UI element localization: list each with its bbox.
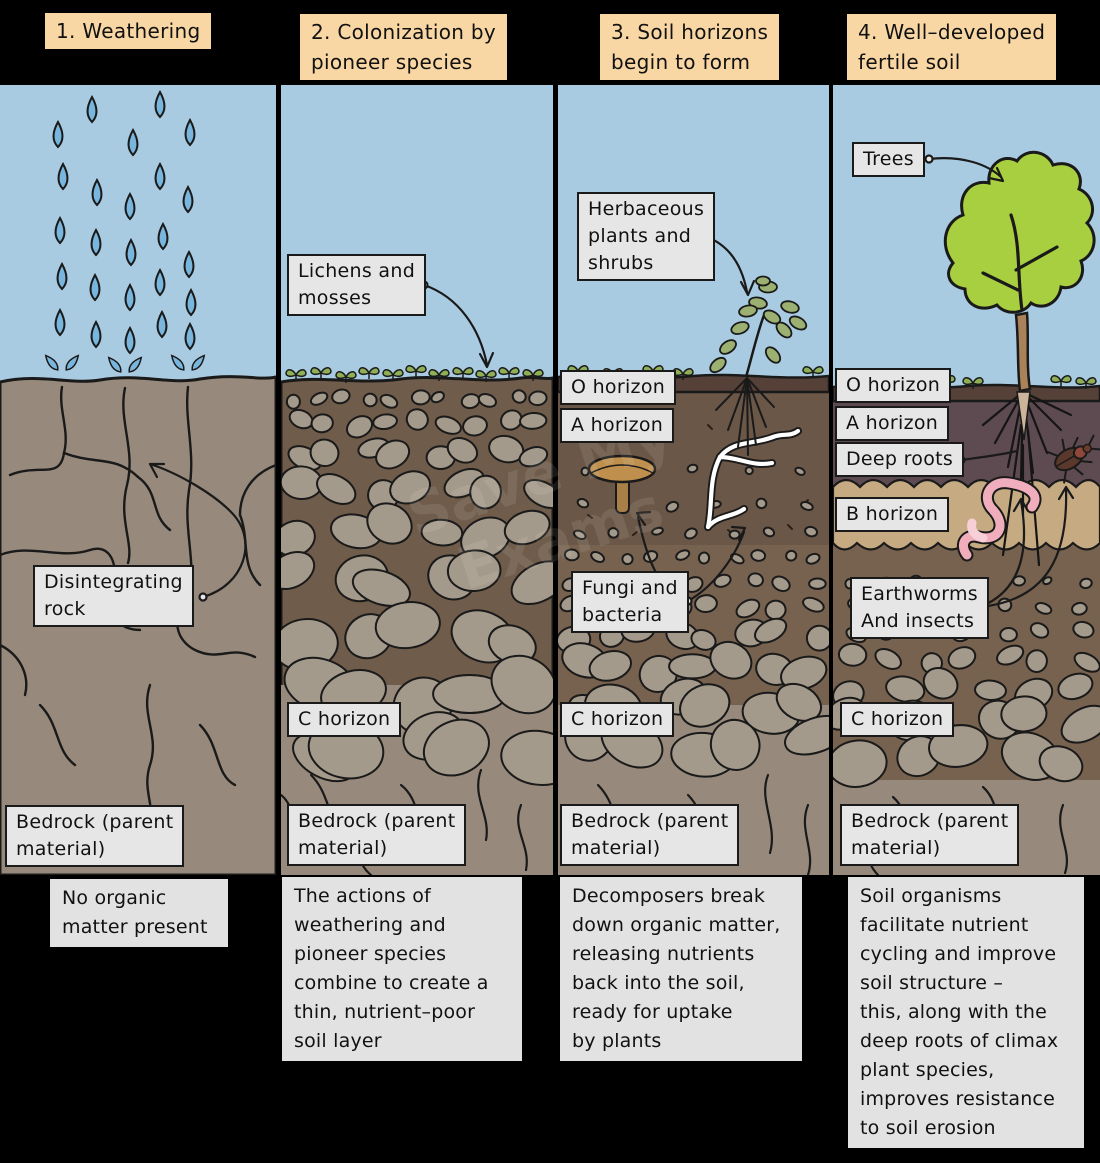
label-bedrock-2: Bedrock (parent material) [287, 804, 467, 866]
caption-horizons: Decomposers break down organic matter, r… [560, 877, 802, 1061]
label-disintegrating-rock: Disintegrating rock [33, 565, 194, 627]
earthworms-arrows [975, 485, 1075, 612]
fertile-soil-illustration [833, 150, 1100, 875]
disintegrating-rock-arrow [148, 462, 247, 602]
title-colonization: 2. Colonization by pioneer species [300, 14, 508, 80]
label-bedrock-3: Bedrock (parent material) [560, 804, 740, 866]
caption-colonization: The actions of weathering and pioneer sp… [282, 877, 522, 1061]
colonization-illustration [281, 280, 553, 875]
label-lichens-mosses: Lichens and mosses [287, 254, 427, 316]
weathering-illustration [0, 91, 276, 875]
panel-2-colonization [281, 85, 553, 875]
splash-icon [42, 352, 208, 375]
plant-roots [715, 377, 775, 456]
label-trees: Trees [852, 142, 925, 177]
earthworm-icon [957, 476, 1042, 562]
label-bedrock-1: Bedrock (parent material) [5, 805, 185, 867]
label-c-horizon-3: C horizon [560, 702, 675, 737]
label-fungi-bacteria: Fungi and bacteria [571, 571, 689, 633]
taproot [1016, 391, 1031, 441]
label-deep-roots: Deep roots [835, 442, 965, 477]
fungi-hyphae-icon [704, 427, 802, 531]
trees-arrow [924, 154, 1005, 183]
tree-icon [943, 150, 1096, 393]
label-b-horizon-4: B horizon [835, 497, 950, 532]
label-a-horizon-3: A horizon [560, 408, 675, 443]
panel-1-weathering [0, 85, 276, 875]
caption-fertile-soil: Soil organisms facilitate nutrient cycli… [848, 877, 1084, 1148]
label-herbaceous-plants: Herbaceous plants and shrubs [577, 192, 716, 281]
rain-drops-icon [52, 91, 197, 354]
label-bedrock-4: Bedrock (parent material) [840, 804, 1020, 866]
label-c-horizon-2: C horizon [287, 702, 402, 737]
lichens-arrow [419, 280, 495, 369]
label-c-horizon-4: C horizon [840, 702, 955, 737]
label-a-horizon-4: A horizon [835, 406, 950, 441]
label-o-horizon-4: O horizon [835, 368, 952, 403]
title-weathering: 1. Weathering [45, 13, 212, 49]
title-horizons: 3. Soil horizons begin to form [600, 14, 780, 80]
caption-weathering: No organic matter present [50, 879, 228, 947]
stones [281, 388, 553, 786]
label-earthworms-insects: Earthworms And insects [850, 577, 989, 639]
label-o-horizon-3: O horizon [560, 370, 677, 405]
panel-4-fertile-soil [833, 85, 1100, 875]
title-fertile-soil: 4. Well–developed fertile soil [847, 14, 1057, 80]
beetle-icon [1045, 434, 1100, 484]
mushroom-icon [587, 454, 657, 514]
herb-plant-icon [709, 275, 808, 456]
